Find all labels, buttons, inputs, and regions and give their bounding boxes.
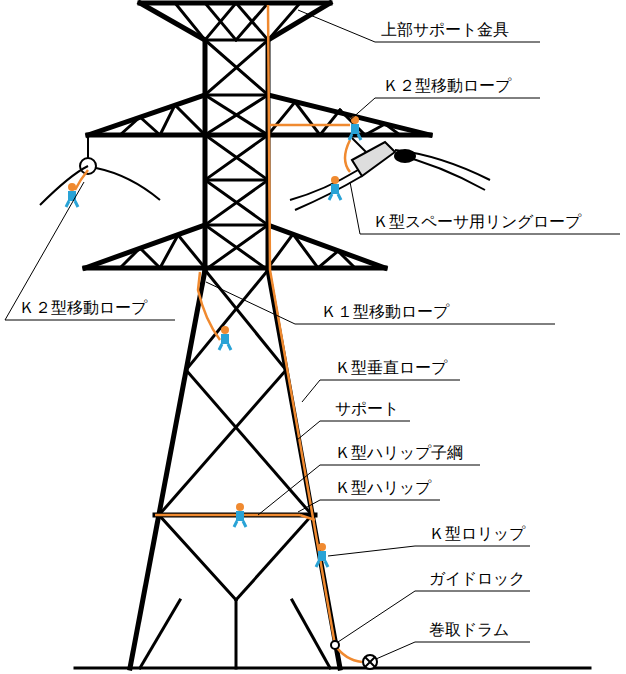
part-label: Ｋ２型移動ロープ — [382, 76, 512, 96]
part-label: 上部サポート金具 — [380, 20, 510, 40]
part-label: Ｋ型ハリップ子綱 — [334, 443, 464, 463]
part-label: Ｋ２型移動ロープ — [18, 298, 148, 318]
part-label: Ｋ１型移動ロープ — [320, 302, 450, 322]
part-label: Ｋ型ロリップ — [428, 524, 526, 544]
part-label: ガイドロック — [428, 569, 526, 589]
part-label: Ｋ型ハリップ — [334, 478, 432, 498]
worker — [66, 116, 361, 567]
part-label: Ｋ型垂直ロープ — [334, 358, 448, 378]
part-label: サポート — [334, 399, 400, 419]
part-label: Ｋ型スペーサ用リングロープ — [372, 212, 582, 232]
part-label: 巻取ドラム — [428, 620, 510, 640]
leader-lines — [5, 10, 620, 659]
